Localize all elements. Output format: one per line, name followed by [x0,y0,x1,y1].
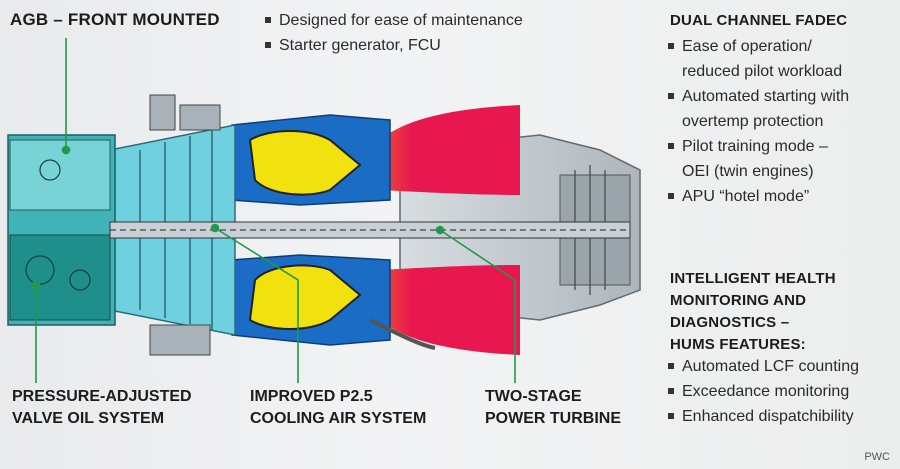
bullet-square-icon [668,93,674,99]
fadec-bullet-list: Ease of operation/reduced pilot workload… [668,34,849,209]
oil-system-label: PRESSURE-ADJUSTED VALVE OIL SYSTEM [12,388,192,427]
bottom-accessory [149,324,211,356]
combustion-liner-lower [248,264,362,330]
hums-bullet: Automated LCF counting [668,354,859,379]
agb-bullet: Starter generator, FCU [265,33,523,58]
top-accessory-left [149,94,176,131]
bullet-square-icon [668,143,674,149]
hums-bullet: Exceedance monitoring [668,379,859,404]
agb-title: AGB – FRONT MOUNTED [10,10,220,29]
bullet-square-icon [668,193,674,199]
hums-bullet-list: Automated LCF counting Exceedance monito… [668,354,859,429]
hums-title: INTELLIGENT HEALTH MONITORING AND DIAGNO… [670,270,836,353]
agb-bullet-list: Designed for ease of maintenance Starter… [265,8,523,58]
agb-bullet: Designed for ease of maintenance [265,8,523,33]
oil-pipe [369,318,436,350]
bullet-square-icon [668,43,674,49]
power-turbine-label: TWO-STAGE POWER TURBINE [485,388,621,427]
bullet-square-icon [265,17,271,23]
cooling-air-label: IMPROVED P2.5 COOLING AIR SYSTEM [250,388,427,427]
bullet-square-icon [668,363,674,369]
fadec-bullet: APU “hotel mode” [668,184,849,209]
top-accessory-mid [179,104,221,131]
gearbox-lower-housing [9,234,111,321]
image-credit: PWC [864,451,890,463]
gearbox-upper-housing [9,139,111,211]
hums-bullet: Enhanced dispatchibility [668,404,859,429]
leader-lines [31,38,516,383]
power-turbine-upper [355,105,520,195]
combustion-liner-upper [248,130,362,196]
fadec-title: DUAL CHANNEL FADEC [670,12,848,29]
fadec-bullet: Pilot training mode –OEI (twin engines) [668,134,849,184]
bullet-square-icon [265,42,271,48]
bullet-square-icon [668,413,674,419]
gearbox-gears [25,159,91,291]
power-turbine-lower [355,265,520,355]
bullet-square-icon [668,388,674,394]
fadec-bullet: Ease of operation/reduced pilot workload [668,34,849,84]
